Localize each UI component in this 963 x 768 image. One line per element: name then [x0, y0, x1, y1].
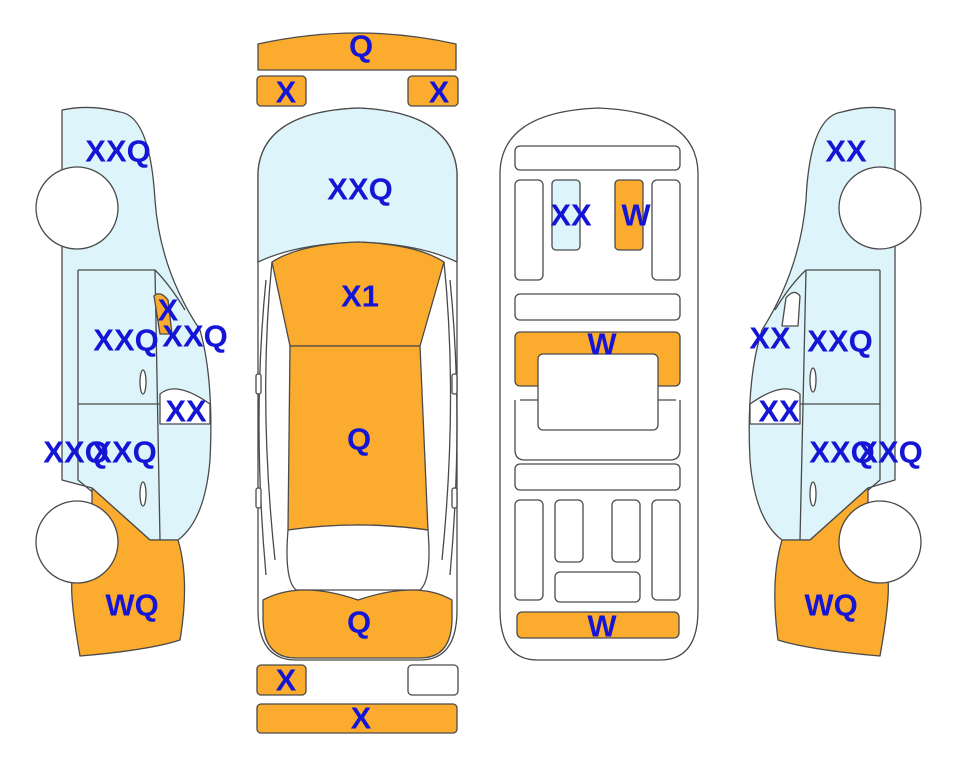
mirror-nub-right-2	[451, 487, 458, 509]
interior-rear-seat-4	[651, 499, 681, 601]
right-handle-1	[809, 367, 817, 393]
right-rear-wheel	[838, 500, 922, 584]
left-rear-edge-label: XXQ	[43, 435, 108, 470]
left-handle-1	[139, 369, 147, 395]
interior-front-right-seat	[651, 179, 681, 281]
interior-rear-frame	[514, 399, 681, 461]
left-pillar-label: XXQ	[162, 319, 227, 354]
left-front-door-label: XXQ	[93, 323, 158, 358]
right-door-line-4	[799, 269, 807, 541]
right-top-glass-label: XX	[825, 134, 867, 169]
right-mirror-part	[781, 291, 801, 327]
rear-lamp-right-part	[407, 664, 459, 696]
mirror-nub-right-1	[451, 373, 458, 395]
rear-bumper-label: X	[351, 701, 372, 736]
left-lower-glass-label: XX	[165, 394, 207, 429]
interior-rear-seat-2	[554, 499, 584, 563]
right-fender-label: WQ	[804, 588, 857, 623]
interior-bench-1	[514, 293, 681, 321]
left-rear-wheel	[35, 500, 119, 584]
left-fender-label: WQ	[105, 588, 158, 623]
right-rear-edge-label: XXQ	[857, 435, 922, 470]
right-handle-2	[809, 481, 817, 507]
trunk-label: Q	[347, 605, 371, 640]
front-lamp-right-label: X	[429, 75, 450, 110]
left-mirror-part	[153, 293, 173, 335]
trunk-part	[262, 589, 453, 659]
body-side-left-line	[265, 261, 276, 561]
body-side-right-line	[441, 261, 452, 561]
interior-bench-2	[514, 463, 681, 491]
left-rear-door-label: XXQ	[91, 435, 156, 470]
interior-seat-right-part	[614, 179, 644, 251]
front-bumper-label: Q	[349, 29, 373, 64]
mirror-nub-left-2	[255, 487, 262, 509]
right-lower-glass-part	[749, 388, 801, 425]
roof-label: Q	[347, 422, 371, 457]
body-side-left-line2	[258, 279, 267, 576]
front-lamp-left-part	[256, 75, 307, 107]
interior-seat-left-label: XX	[550, 198, 592, 233]
front-bumper-part	[257, 32, 457, 71]
interior-seat-left-part	[551, 179, 581, 251]
right-rear-door-label: XXQ	[809, 435, 874, 470]
left-door-line-4	[154, 269, 161, 541]
interior-rear-bench	[554, 571, 641, 603]
hood-part	[271, 241, 445, 347]
rear-window-part	[286, 524, 430, 591]
interior-rear-seat-3	[611, 499, 641, 563]
front-lamp-left-label: X	[276, 75, 297, 110]
right-mirror-label: XX	[749, 321, 791, 356]
right-lower-glass-label: XX	[758, 394, 800, 429]
left-handle-2	[139, 481, 147, 507]
interior-rear-part	[516, 611, 680, 639]
mirror-nub-left-1	[255, 373, 262, 395]
interior-rear-seat-1	[514, 499, 544, 601]
windshield-label: XXQ	[327, 172, 392, 207]
interior-dash	[514, 145, 681, 171]
rear-bumper-part	[256, 703, 458, 734]
right-front-wheel	[838, 166, 922, 250]
interior-rear-label: W	[587, 609, 617, 644]
rear-lamp-left-label: X	[276, 663, 297, 698]
interior-middle-label: W	[587, 327, 617, 362]
interior-front-left-seat	[514, 179, 544, 281]
interior-console	[537, 353, 659, 431]
body-side-right-line2	[449, 279, 458, 576]
hood-label: X1	[341, 279, 379, 314]
left-lower-glass-part	[159, 388, 211, 425]
right-front-door-label: XXQ	[807, 324, 872, 359]
rear-lamp-left-part	[256, 664, 307, 696]
interior-seat-right-label: W	[621, 198, 651, 233]
left-top-glass-label: XXQ	[85, 134, 150, 169]
left-mirror-label: X	[158, 293, 179, 328]
left-front-wheel	[35, 166, 119, 250]
front-lamp-right-part	[407, 75, 459, 107]
